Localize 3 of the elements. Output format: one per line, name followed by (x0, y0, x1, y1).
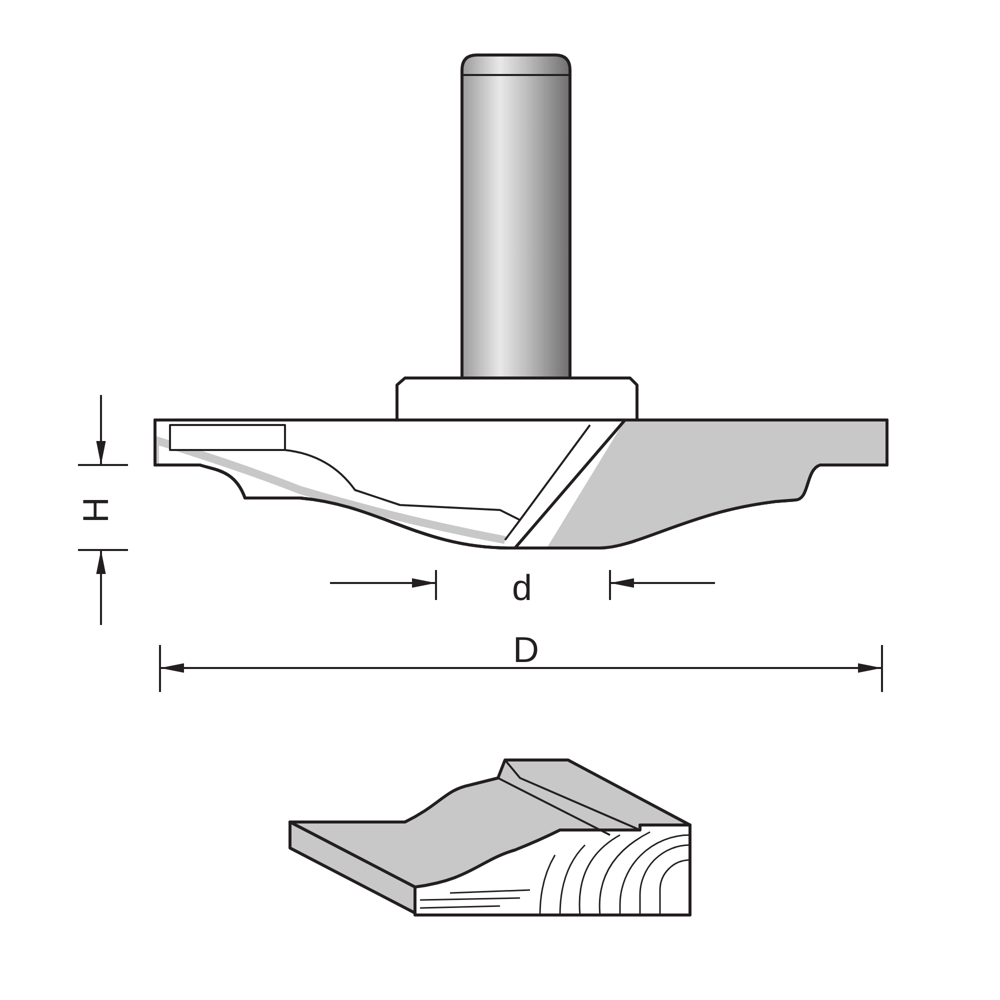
dimension-label: H (78, 497, 114, 523)
dimension-label: d (512, 570, 532, 606)
dimension-label: D (513, 632, 539, 668)
